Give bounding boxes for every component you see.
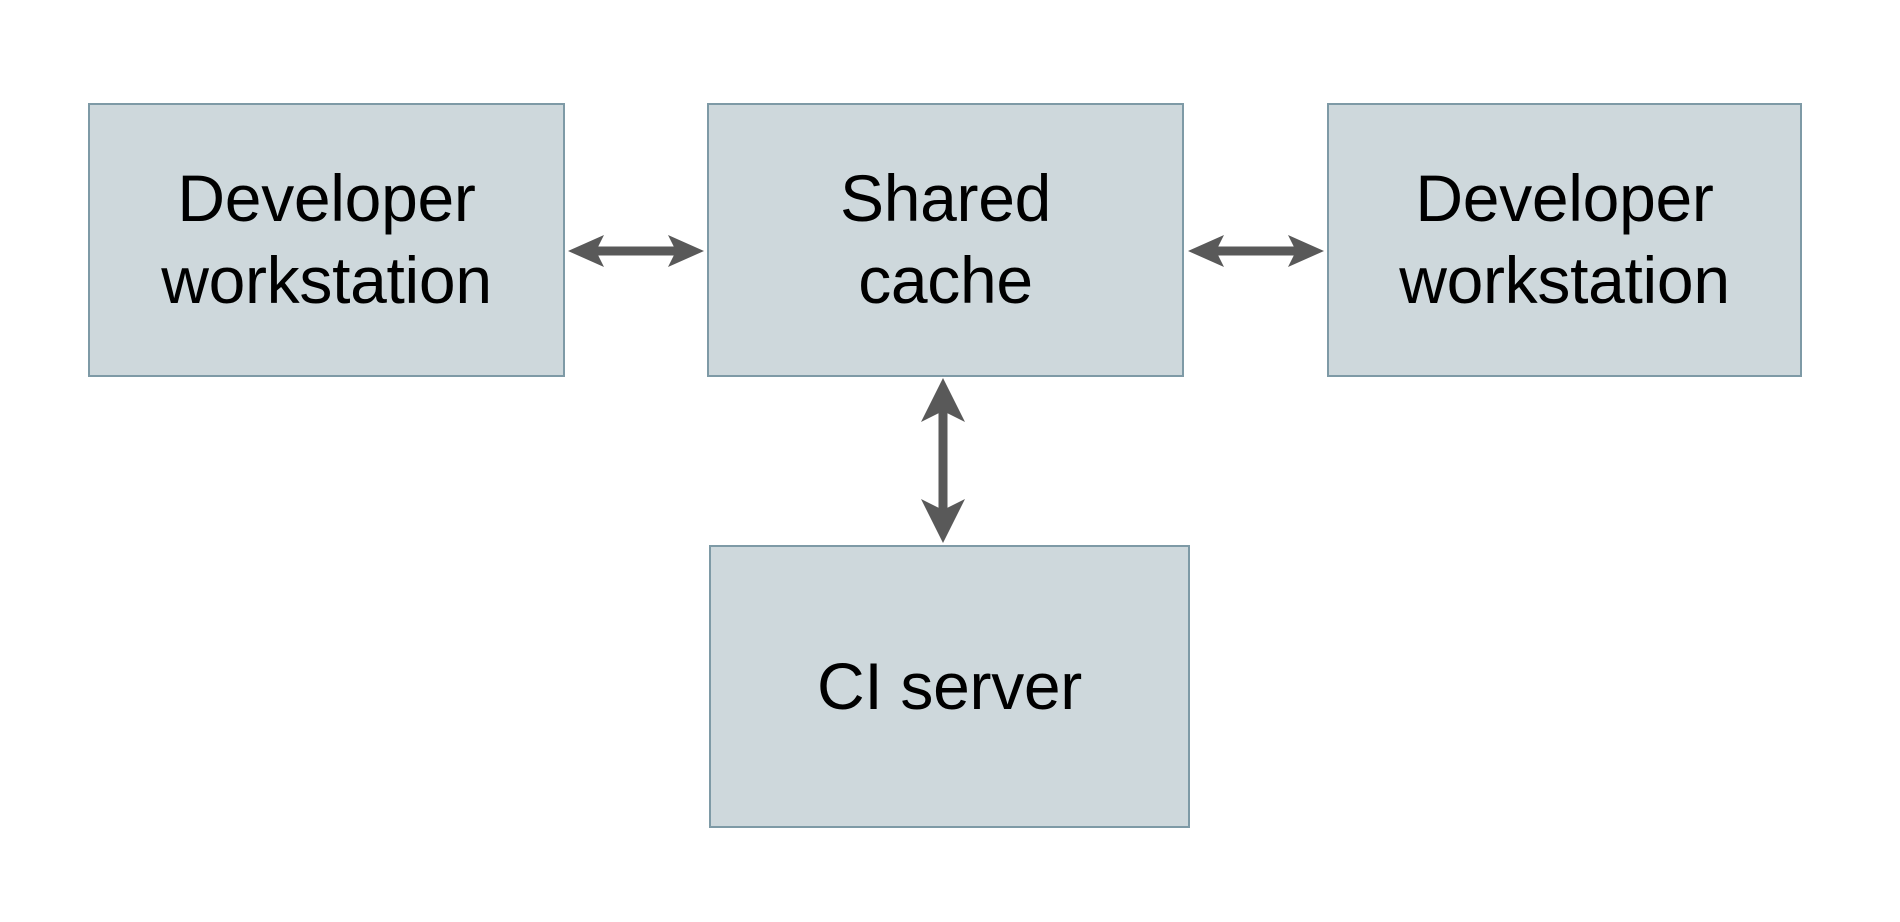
node-ci-server[interactable]: CI server bbox=[709, 545, 1190, 828]
edge-cache-to-ci-server bbox=[921, 378, 965, 543]
node-label: Shared cache bbox=[839, 161, 1052, 317]
node-label: Developer workstation bbox=[161, 161, 492, 317]
node-label: CI server bbox=[816, 648, 1082, 723]
edge-left-workstation-to-cache bbox=[568, 235, 704, 267]
edge-cache-to-right-workstation bbox=[1188, 235, 1324, 267]
node-shared-cache[interactable]: Shared cache bbox=[707, 103, 1184, 377]
node-dev-workstation-left[interactable]: Developer workstation bbox=[88, 103, 565, 377]
node-label: Developer workstation bbox=[1399, 161, 1730, 317]
node-dev-workstation-right[interactable]: Developer workstation bbox=[1327, 103, 1802, 377]
